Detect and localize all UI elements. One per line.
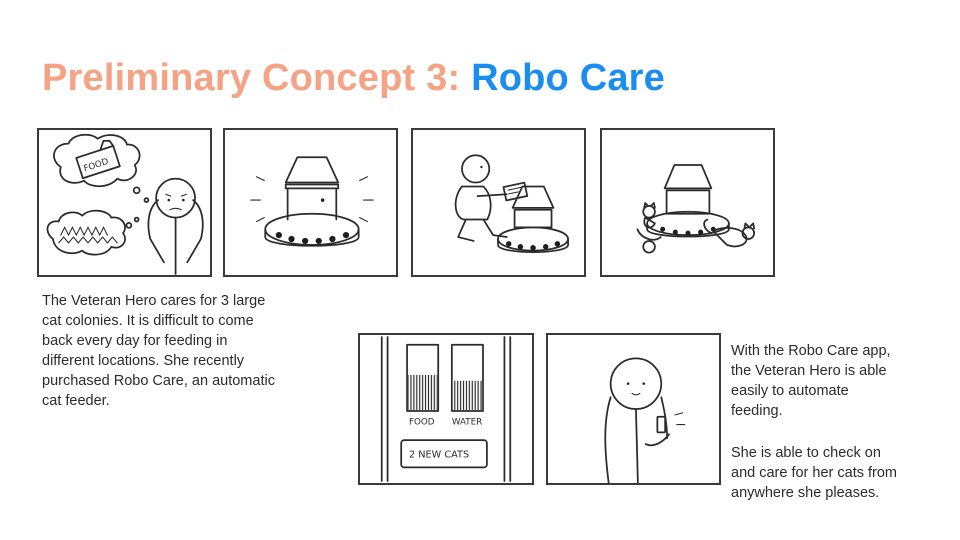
storyboard-panel-1: FOOD <box>37 128 212 277</box>
person-with-phone-sketch <box>604 357 686 483</box>
phone-icon <box>656 415 667 434</box>
cats-around-feeder-sketch <box>636 164 756 254</box>
storyboard-panel-5: FOOD WATER 2 NEW CATS <box>358 333 534 485</box>
worried-person-sketch: FOOD <box>46 133 204 275</box>
title-main: Preliminary Concept 3: <box>42 57 472 99</box>
new-cats-notification <box>400 439 488 469</box>
app-food-label: FOOD <box>409 418 435 428</box>
caption-right-2: She is able to check on and care for her… <box>731 445 898 501</box>
app-water-label: WATER <box>452 418 482 428</box>
caption-left: The Veteran Hero cares for 3 large cat c… <box>42 293 275 409</box>
food-box-label: FOOD <box>83 157 111 174</box>
app-new-cats-label: 2 NEW CATS <box>409 450 469 461</box>
slide-title: Preliminary Concept 3: Robo Care <box>42 54 665 102</box>
food-level-gauge <box>406 343 440 412</box>
app-screen-sketch: FOOD WATER 2 NEW CATS <box>380 336 512 482</box>
storyboard-panel-6 <box>546 333 721 485</box>
robo-feeder-sketch <box>250 156 374 247</box>
water-level-gauge <box>450 343 484 412</box>
storyboard-panel-2 <box>223 128 398 277</box>
caption-right-1: With the Robo Care app, the Veteran Hero… <box>731 343 891 419</box>
storyboard-panel-4 <box>600 128 775 277</box>
person-filling-feeder-sketch <box>454 154 569 254</box>
title-highlight: Robo Care <box>471 57 665 99</box>
storyboard-panel-3 <box>411 128 586 277</box>
